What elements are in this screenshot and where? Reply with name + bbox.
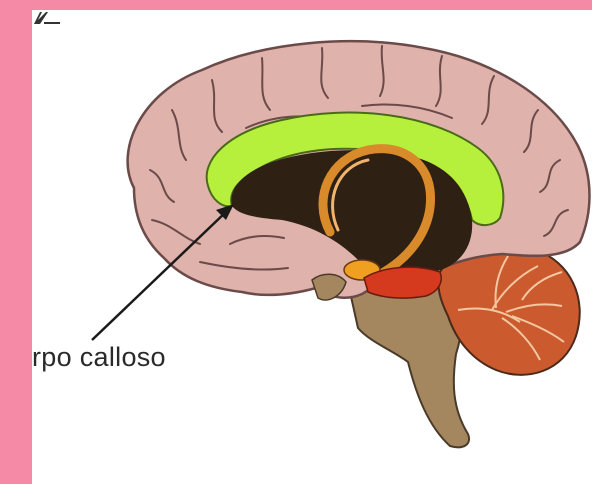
watermark-logo-icon	[32, 10, 62, 26]
midbrain	[364, 267, 441, 298]
brain-sagittal-diagram	[32, 10, 592, 484]
corpus-callosum-label: rpo calloso	[32, 342, 166, 373]
diagram-canvas: rpo calloso	[32, 10, 592, 484]
